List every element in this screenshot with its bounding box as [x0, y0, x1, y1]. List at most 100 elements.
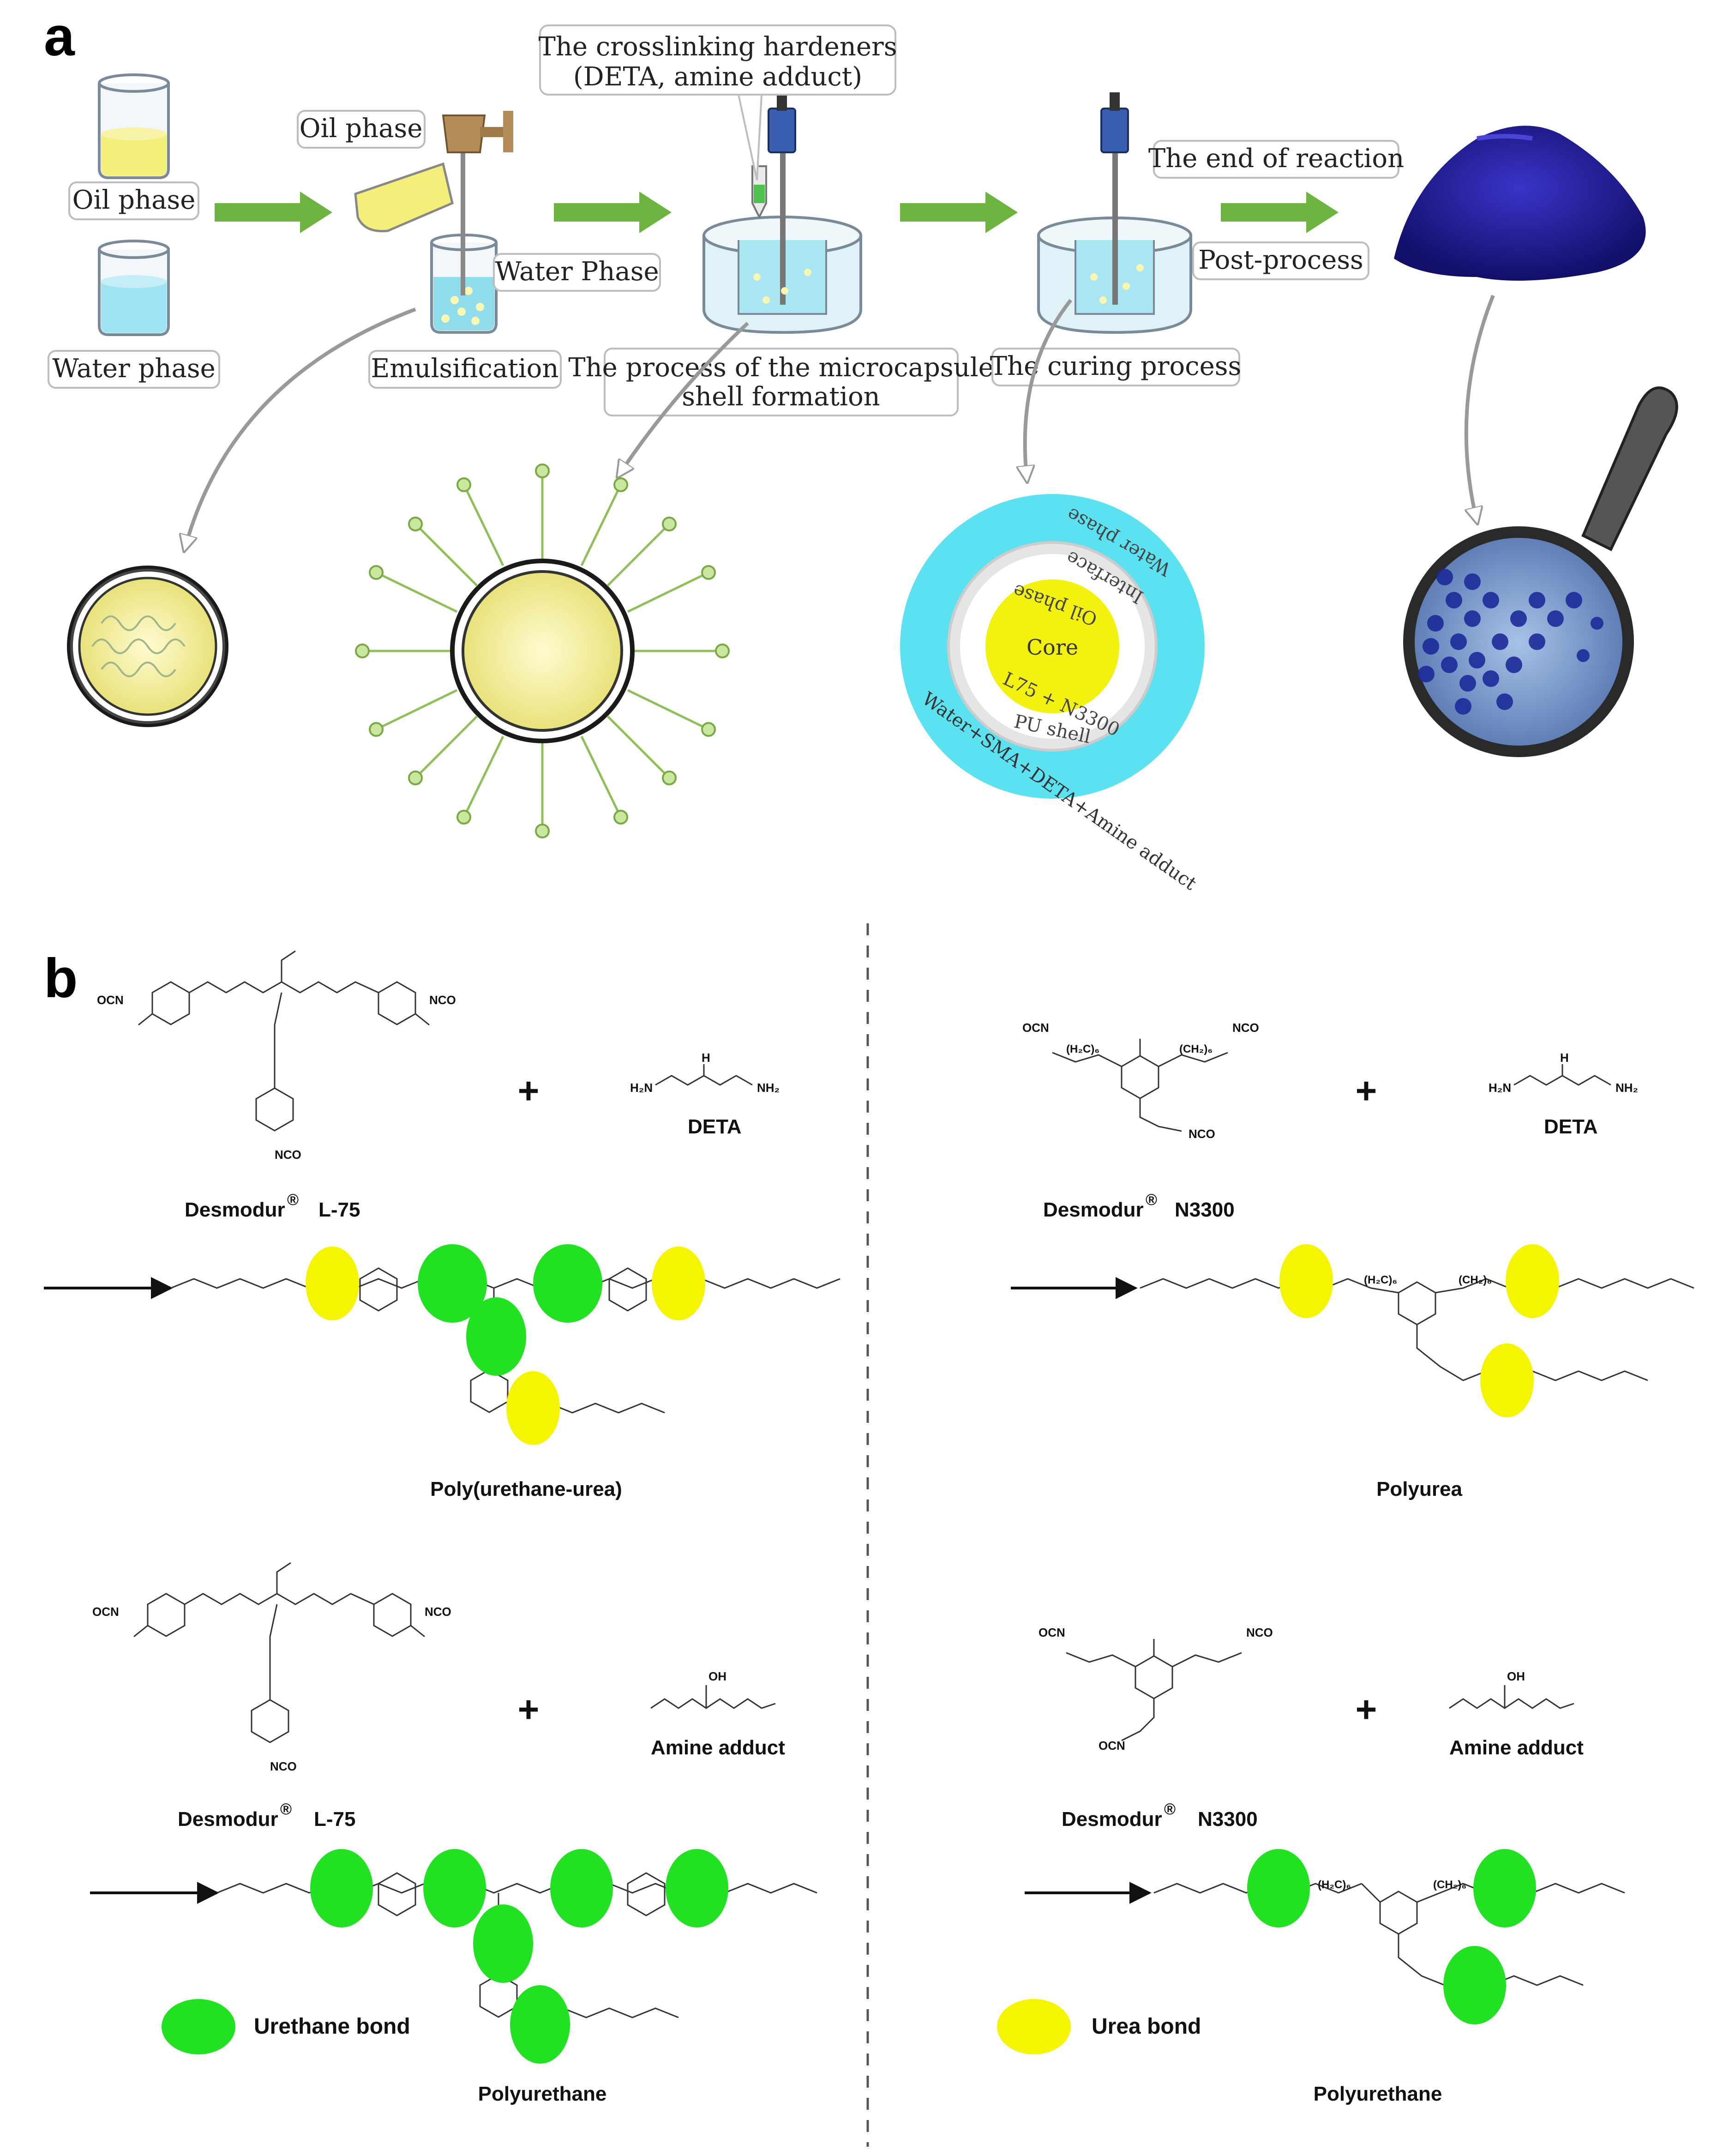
urethane-bond-highlight	[1443, 1946, 1506, 2024]
panel-a-letter: a	[44, 6, 75, 67]
desmodur-n3300-structure-bottom	[1066, 1639, 1242, 1741]
oil-phase-beaker-callout	[68, 181, 199, 220]
urethane-bond-highlights-bottom-right	[1247, 1849, 1536, 2024]
n3300-top-nco-bottom: NCO	[1189, 1127, 1215, 1141]
water-phase-beaker-callout	[48, 350, 220, 389]
amine-adduct-right-oh: OH	[1507, 1669, 1525, 1683]
polyurethane-right-label: Polyurethane	[1314, 2083, 1442, 2105]
l75-top-ocn-left: OCN	[97, 993, 124, 1007]
deta-tr-h: H	[1560, 1051, 1569, 1065]
polyurea-structure	[1140, 1278, 1694, 1381]
urea-bond-highlights-top-left	[306, 1247, 705, 1445]
urethane-bond-highlight	[473, 1904, 533, 1983]
n3300-bottom-ocn-bottom: OCN	[1099, 1739, 1125, 1753]
l75-bottom-name: Desmodur	[178, 1808, 278, 1831]
connector-emulsion-droplet	[185, 307, 416, 549]
shell-formation-callout	[604, 348, 959, 416]
desmodur-l75-structure-top	[138, 950, 430, 1132]
oil-phase-pour-label: Oil phase	[300, 114, 423, 144]
deta-tr-label: DETA	[1544, 1115, 1598, 1138]
urethane-bond-highlight	[510, 1985, 570, 2064]
plus-bottom-left: +	[518, 1689, 540, 1730]
l75-bottom-nco-right: NCO	[425, 1605, 451, 1619]
l75-top-nco-right: NCO	[429, 993, 456, 1007]
amine-adduct-structure-left	[650, 1685, 776, 1709]
plus-top-right: +	[1356, 1070, 1377, 1111]
deta-structure-top-left	[655, 1064, 753, 1086]
curing-reactor	[1037, 92, 1192, 334]
curing-callout	[991, 348, 1240, 386]
blue-microcapsule-powder	[1394, 126, 1646, 281]
polyurethane-right-ch26: (CH₂)₆	[1433, 1879, 1466, 1891]
n3300-top-registered: ®	[1146, 1191, 1157, 1209]
desmodur-l75-structure-bottom	[133, 1562, 425, 1743]
end-of-reaction-label: The end of reaction	[1148, 144, 1404, 174]
microscope-magnifier	[1403, 386, 1678, 757]
l75-top-nco-bottom: NCO	[275, 1148, 301, 1162]
water-phase-pour-label: Water Phase	[495, 257, 659, 287]
n3300-bottom-registered: ®	[1164, 1801, 1176, 1818]
urethane-bond-highlight	[550, 1849, 613, 1927]
process-arrow-2	[554, 192, 672, 233]
polyurea-label: Polyurea	[1376, 1478, 1462, 1500]
l75-bottom-ocn: OCN	[92, 1605, 119, 1619]
n3300-top-h2c6: (H₂C)₆	[1066, 1043, 1099, 1055]
urethane-bond-highlights-top-left	[418, 1244, 602, 1376]
n3300-bottom-name: Desmodur	[1062, 1808, 1162, 1831]
hardeners-line1: The crosslinking hardeners	[538, 32, 897, 62]
emulsification-apparatus	[354, 111, 513, 334]
polyurea-ch26: (CH₂)₆	[1459, 1274, 1492, 1286]
n3300-bottom-ocn-top: OCN	[1039, 1626, 1065, 1639]
connector-microscope	[1464, 295, 1495, 522]
post-process-callout	[1192, 241, 1369, 280]
amine-adduct-structure-right	[1449, 1685, 1574, 1709]
legend-urethane-swatch	[162, 1999, 235, 2054]
connector-shell-formation	[618, 322, 749, 476]
deta-tl-h2n: H₂N	[630, 1081, 653, 1095]
n3300-bottom-code: N3300	[1198, 1808, 1258, 1831]
amine-adduct-left-label: Amine adduct	[651, 1736, 785, 1759]
urethane-bond-highlights-bottom-left	[310, 1849, 728, 2064]
desmodur-n3300-structure-top	[1052, 1039, 1228, 1132]
plus-top-left: +	[518, 1070, 540, 1111]
n3300-top-ch26: (CH₂)₆	[1179, 1043, 1213, 1055]
process-arrow-1	[215, 192, 332, 233]
n3300-bottom-nco: NCO	[1246, 1626, 1273, 1639]
deta-tr-nh2: NH₂	[1615, 1081, 1638, 1095]
urethane-bond-highlight	[310, 1849, 373, 1927]
oil-phase-pour-callout	[297, 110, 426, 149]
oil-phase-beaker-label: Oil phase	[72, 185, 196, 215]
urethane-bond-highlight	[1473, 1849, 1536, 1927]
legend-urea-swatch	[997, 1999, 1071, 2054]
l75-top-code: L-75	[318, 1198, 360, 1221]
urea-bond-highlight	[1480, 1343, 1534, 1417]
urethane-bond-highlight	[423, 1849, 486, 1927]
l75-bottom-nco-bottom: NCO	[270, 1759, 297, 1773]
deta-tr-h2n: H₂N	[1489, 1081, 1511, 1095]
poly-urethane-urea-label: Poly(urethane-urea)	[430, 1478, 622, 1500]
urea-bond-highlight	[1506, 1244, 1559, 1318]
polyurethane-left-label: Polyurethane	[478, 2083, 607, 2105]
plus-bottom-right: +	[1356, 1689, 1377, 1730]
oil-phase-beaker	[98, 73, 170, 179]
deta-tl-h: H	[702, 1051, 710, 1065]
shell-formation-reactor	[702, 92, 862, 334]
post-process-label: Post-process	[1198, 245, 1363, 275]
hardeners-line2: (DETA, amine adduct)	[573, 62, 862, 92]
polyurea-h2c6: (H₂C)₆	[1364, 1274, 1397, 1286]
emulsification-label: Emulsification	[371, 354, 559, 384]
n3300-top-nco-right: NCO	[1232, 1021, 1259, 1035]
shell-formation-line1: The process of the microcapsule	[568, 353, 994, 383]
n3300-top-code: N3300	[1175, 1198, 1235, 1221]
polyurethane-right-h2c6: (H₂C)₆	[1318, 1879, 1351, 1891]
emulsion-droplet	[67, 566, 228, 727]
l75-bottom-code: L-75	[314, 1808, 355, 1831]
urea-bond-highlights-top-right	[1279, 1244, 1559, 1417]
urea-bond-highlight	[1279, 1244, 1333, 1318]
curing-label: The curing process	[990, 351, 1242, 381]
urethane-bond-highlight	[418, 1244, 487, 1323]
urethane-bond-highlight	[466, 1297, 526, 1376]
l75-bottom-registered: ®	[280, 1801, 292, 1818]
shell-formation-micelle	[355, 464, 730, 838]
